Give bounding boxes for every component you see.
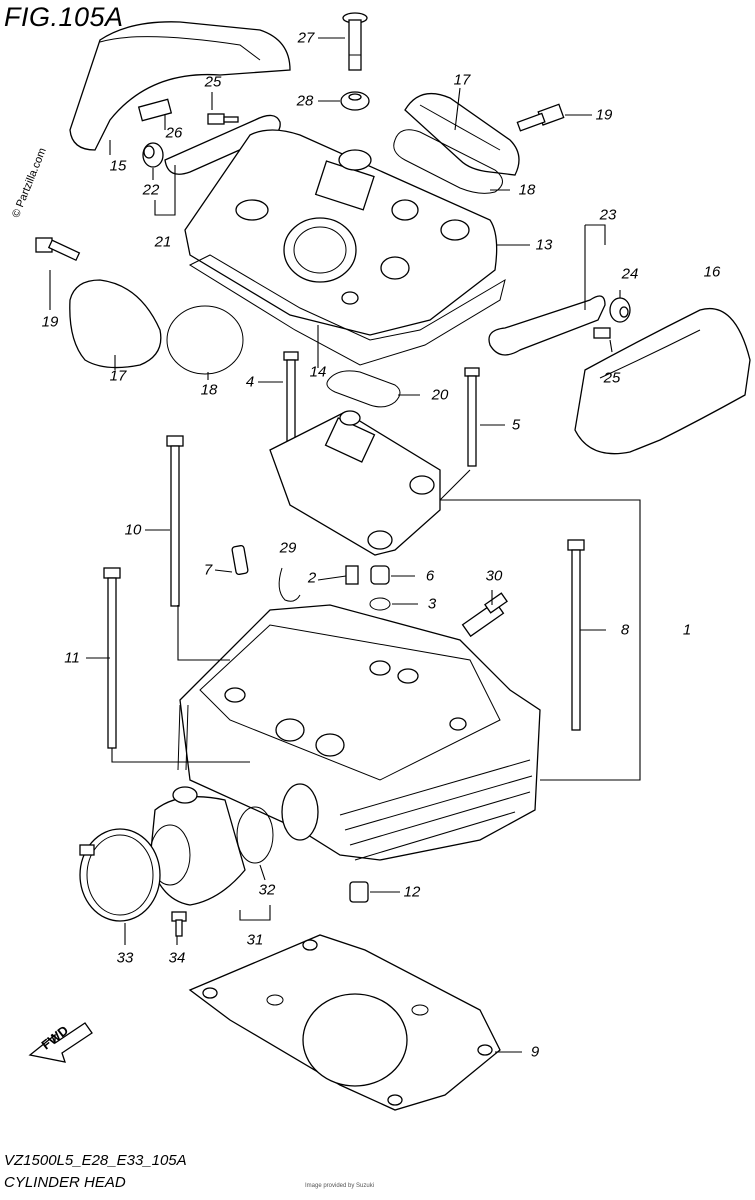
cylinder-head-1: [177, 604, 541, 861]
callout-20: 20: [431, 386, 449, 404]
callout-11: 11: [64, 649, 80, 667]
gasket-20: [326, 370, 401, 408]
diagram-code: VZ1500L5_E28_E33_105A: [4, 1152, 187, 1169]
dowel-12: [349, 881, 369, 903]
callout-9: 9: [530, 1043, 540, 1061]
callout-17-left: 17: [109, 367, 127, 385]
callout-27: 27: [297, 29, 315, 47]
callout-34: 34: [168, 949, 186, 967]
bolt-5: [464, 367, 480, 467]
screw-25: [207, 113, 239, 125]
callout-1: 1: [682, 621, 692, 639]
callout-25-right: 25: [603, 369, 621, 387]
callout-24: 24: [621, 265, 639, 283]
figure-title: FIG.105A: [4, 2, 124, 32]
callout-19-left: 19: [41, 313, 59, 331]
callout-28: 28: [296, 92, 314, 110]
callout-2: 2: [307, 569, 317, 587]
callout-18-left: 18: [200, 381, 218, 399]
cover-15: [69, 21, 291, 151]
cover-17-top: [404, 92, 520, 176]
callout-3: 3: [427, 595, 437, 613]
gasket-18-top: [393, 129, 503, 194]
callout-17-top: 17: [453, 71, 471, 89]
bracket-23: [488, 295, 606, 356]
callout-6: 6: [425, 567, 435, 585]
fwd-arrow-icon: [28, 1022, 93, 1063]
callout-21: 21: [154, 233, 172, 251]
dowel-2: [345, 565, 359, 585]
callout-18-top: 18: [518, 181, 536, 199]
screw-34: [171, 911, 187, 937]
callout-26: 26: [165, 124, 183, 142]
callout-15: 15: [109, 157, 127, 175]
callout-25: 25: [204, 73, 222, 91]
callout-23: 23: [599, 206, 617, 224]
cover-16: [574, 308, 751, 455]
oring-32: [236, 806, 274, 864]
head-gasket-9: [188, 934, 501, 1111]
washer-28: [340, 91, 370, 111]
spark-plug-30: [461, 592, 508, 638]
callout-22: 22: [142, 181, 160, 199]
callout-30: 30: [485, 567, 503, 585]
callout-16: 16: [703, 263, 721, 281]
callout-7: 7: [203, 561, 213, 579]
callout-12: 12: [403, 883, 421, 901]
gasket-18-left: [166, 305, 244, 375]
leader-lines: [49, 37, 641, 1053]
callout-4: 4: [245, 373, 255, 391]
screw-25-right: [593, 327, 611, 339]
bolt-19-left: [35, 237, 81, 262]
callout-8: 8: [620, 621, 630, 639]
callout-19-top: 19: [595, 106, 613, 124]
fine-print: Image provided by Suzuki: [305, 1183, 375, 1189]
grommet-24: [609, 297, 631, 323]
clip-29: [278, 567, 301, 602]
callout-32: 32: [258, 881, 276, 899]
intake-pipe-31: [149, 786, 246, 906]
bolt-27: [342, 12, 368, 71]
oring-3: [369, 597, 391, 611]
clamp-33: [79, 828, 161, 922]
bolt-8: [567, 539, 585, 731]
part-26: [137, 98, 173, 122]
callout-33: 33: [116, 949, 134, 967]
rocker-holder: [269, 410, 441, 556]
bolt-10: [166, 435, 184, 607]
callout-5: 5: [511, 416, 521, 434]
callout-10: 10: [124, 521, 142, 539]
grommet-22: [142, 142, 164, 168]
part-7: [231, 544, 249, 576]
gasket-14: [188, 254, 506, 366]
head-cover-13: [184, 129, 498, 336]
bolt-19-top: [516, 103, 565, 132]
callout-14: 14: [309, 363, 327, 381]
callout-31: 31: [246, 931, 264, 949]
bolt-4: [283, 351, 299, 443]
callout-13: 13: [535, 236, 553, 254]
part-6: [370, 565, 390, 585]
cover-17-left: [69, 279, 162, 369]
callout-29: 29: [279, 539, 297, 557]
diagram-name: CYLINDER HEAD: [4, 1174, 126, 1191]
